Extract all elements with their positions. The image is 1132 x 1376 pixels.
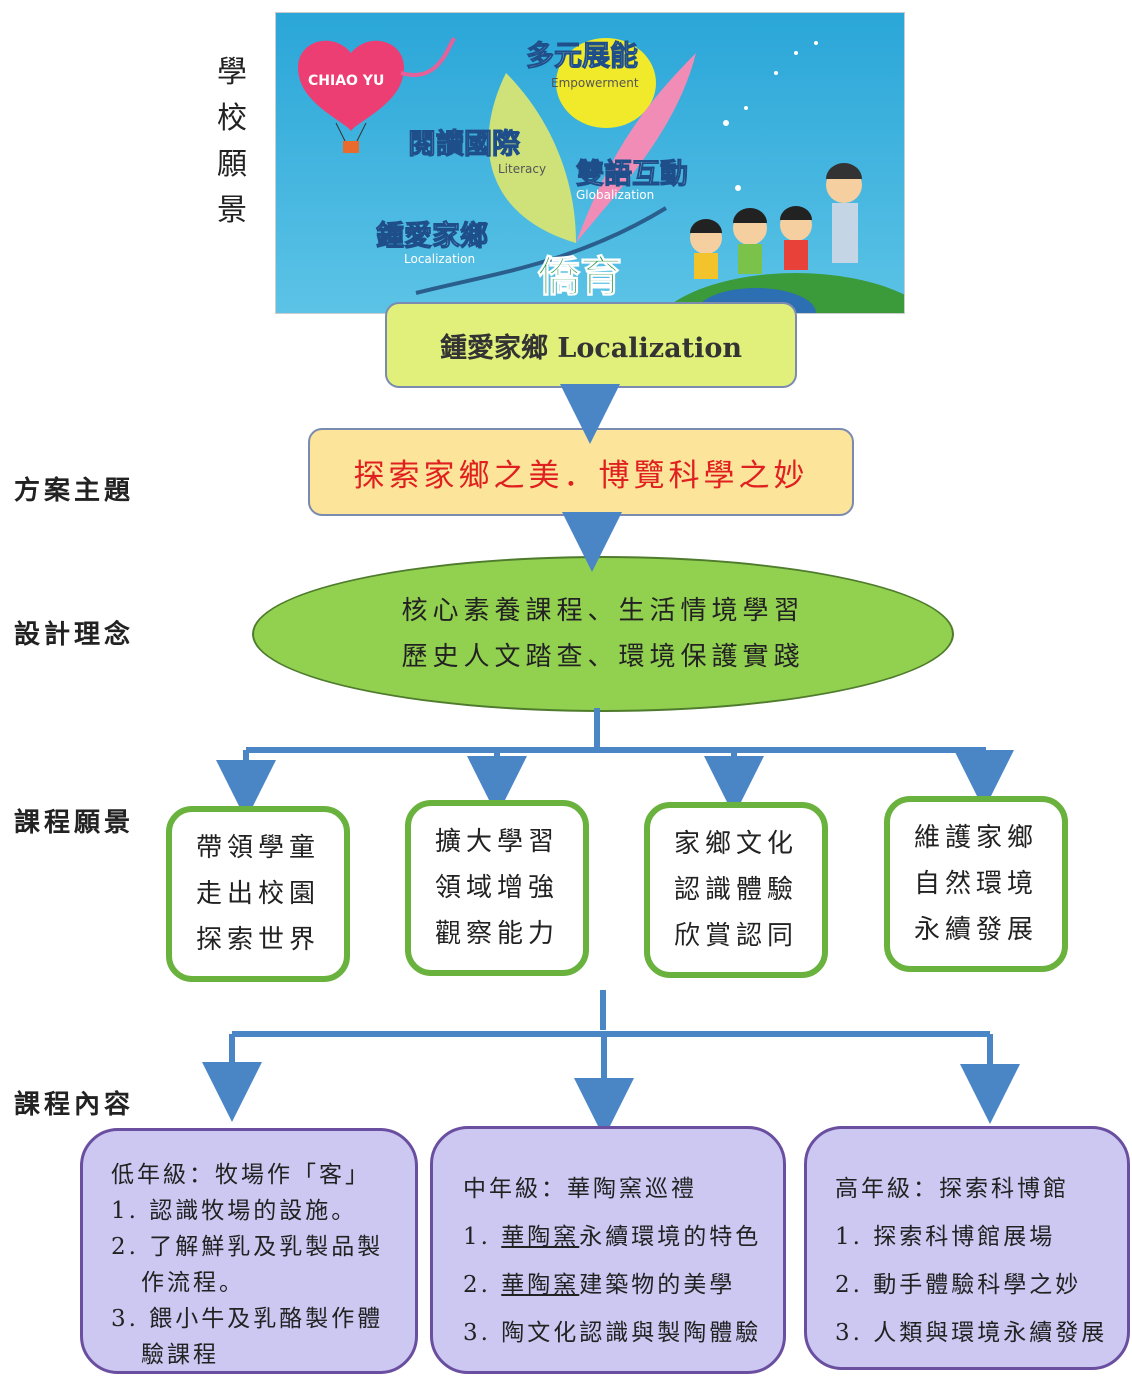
theme-label: 方案主題 (14, 476, 135, 506)
vision-box: 擴大學習 領域增強 觀察能力 (405, 800, 589, 976)
petal-label: 閱讀國際 (408, 127, 520, 160)
content-item: 2. 動手體驗科學之妙 (835, 1272, 1082, 1298)
content-item: 作流程。 (141, 1270, 245, 1296)
design-concept-line: 歷史人文踏查、環境保護實踐 (401, 642, 805, 672)
content-item: 3. 人類與環境永續發展 (835, 1320, 1108, 1346)
heart-balloon-icon (297, 37, 456, 153)
content-item: 2. 華陶窯建築物的美學 (463, 1272, 736, 1298)
vision-box: 家鄉文化 認識體驗 欣賞認同 (644, 802, 828, 978)
vision-line: 自然環境 (913, 869, 1038, 899)
logo-text: CHIAO YU (308, 73, 384, 89)
children-illustration (690, 163, 862, 279)
vision-line: 領域增強 (434, 873, 559, 903)
vision-line: 觀察能力 (434, 919, 559, 949)
vision-line: 欣賞認同 (673, 921, 798, 951)
vision-line: 探索世界 (195, 925, 320, 955)
school-vision-label: 學校願景 (217, 55, 247, 228)
content-item: 3. 陶文化認識與製陶體驗 (463, 1320, 762, 1346)
petal-sublabel: Globalization (576, 188, 654, 202)
content-item: 1. 探索科博館展場 (835, 1224, 1056, 1250)
petal-pink (576, 53, 696, 243)
vision-line: 認識體驗 (673, 875, 798, 905)
content-item: 1. 認識牧場的設施。 (111, 1198, 358, 1224)
content-item: 驗課程 (141, 1342, 219, 1368)
content-box-low: 低年級：牧場作「客」 1. 認識牧場的設施。 2. 了解鮮乳及乳製品製 作流程。… (80, 1128, 418, 1374)
petal-yellow (556, 38, 656, 128)
vision-line: 走出校園 (195, 879, 320, 909)
petal-sublabel: Literacy (498, 162, 546, 176)
vision-box: 維護家鄉 自然環境 永續發展 (884, 796, 1068, 972)
design-concept-ellipse: 核心素養課程、生活情境學習 歷史人文踏查、環境保護實踐 (252, 556, 954, 712)
vision-line: 家鄉文化 (673, 829, 798, 859)
petal-green (488, 73, 576, 243)
curriculum-content-label: 課程內容 (14, 1090, 135, 1120)
vision-line: 帶領學童 (195, 833, 320, 863)
localization-box: 鍾愛家鄉 Localization (385, 302, 797, 388)
vision-line: 永續發展 (913, 915, 1038, 945)
vision-line: 擴大學習 (434, 827, 559, 857)
star-icons (723, 41, 818, 191)
content-title: 中年級：華陶窯巡禮 (463, 1176, 697, 1202)
petal-label: 多元展能 (526, 39, 638, 72)
petal-sublabel: Empowerment (551, 76, 639, 90)
theme-box: 探索家鄉之美．博覽科學之妙 (308, 428, 854, 516)
content-item: 3. 餵小牛及乳酪製作體 (111, 1306, 384, 1332)
petal-sublabel: Localization (404, 252, 475, 266)
vision-box: 帶領學童 走出校園 探索世界 (166, 806, 350, 982)
content-title: 低年級：牧場作「客」 (111, 1162, 371, 1188)
petal-label: 鍾愛家鄉 (376, 219, 488, 252)
design-concept-line: 核心素養課程、生活情境學習 (401, 596, 805, 626)
content-item: 1. 華陶窯永續環境的特色 (463, 1224, 762, 1250)
content-box-high: 高年級：探索科博館 1. 探索科博館展場 2. 動手體驗科學之妙 3. 人類與環… (804, 1126, 1130, 1370)
content-item: 2. 了解鮮乳及乳製品製 (111, 1234, 384, 1260)
content-title: 高年級：探索科博館 (835, 1176, 1069, 1202)
vision-line: 維護家鄉 (913, 823, 1038, 853)
school-vision-banner: CHIAO YU 多元展能 Empowerment 閱讀國際 Literacy … (275, 12, 905, 314)
curriculum-vision-label: 課程願景 (14, 808, 135, 838)
content-box-mid: 中年級：華陶窯巡禮 1. 華陶窯永續環境的特色 2. 華陶窯建築物的美學 3. … (430, 1126, 786, 1374)
petal-label: 雙語互動 (576, 157, 688, 190)
design-concept-label: 設計理念 (14, 620, 135, 650)
school-mark: 僑育 (537, 252, 622, 301)
